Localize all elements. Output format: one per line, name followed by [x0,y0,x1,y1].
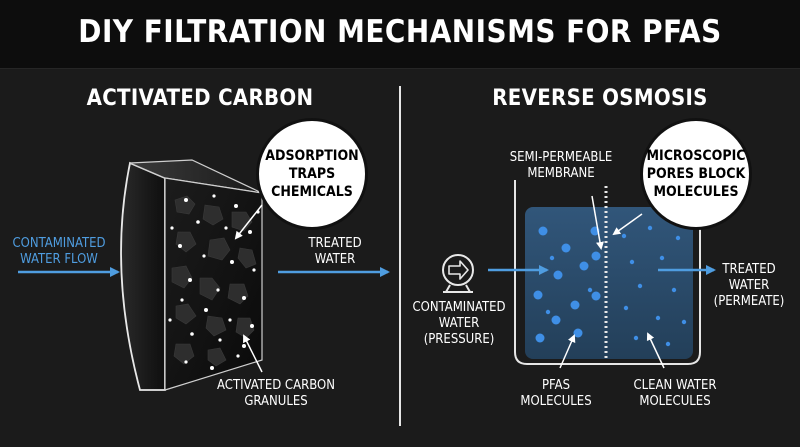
contaminated-water-pressure-label: CONTAMINATED WATER (PRESSURE) [412,300,506,347]
membrane-leader-line [591,195,604,250]
pfas-molecules [533,226,601,343]
clean-water-molecules-label: CLEAN WATER MOLECULES [633,378,717,409]
carbon-granules-label: ACTIVATED CARBON GRANULES [217,378,335,409]
clean-water-molecules [545,225,687,347]
pores-leader-line [612,213,643,236]
section-heading-activated-carbon: ACTIVATED CARBON [86,86,314,111]
membrane-label: SEMI-PERMEABLE MEMBRANE [509,150,613,181]
pfas-leader-line [559,334,576,369]
pressure-pump-icon [442,254,474,293]
pfas-molecules-label: PFAS MOLECULES [520,378,592,409]
treated-water-permeate-label: TREATED WATER (PERMEATE) [713,262,785,309]
adsorption-callout-text: ADSORPTION TRAPS CHEMICALS [265,148,359,200]
adsorption-leader-line [234,204,263,240]
pores-callout-text: MICROSCOPIC PORES BLOCK MOLECULES [646,148,746,200]
granules-leader-line [243,334,263,373]
contaminated-water-flow-label: CONTAMINATED WATER FLOW [12,236,106,267]
pores-callout: MICROSCOPIC PORES BLOCK MOLECULES [640,118,752,230]
treated-water-label-carbon: TREATED WATER [308,236,362,267]
clean-water-leader-line [646,332,665,369]
adsorption-callout: ADSORPTION TRAPS CHEMICALS [256,118,368,230]
page-title: DIY FILTRATION MECHANISMS FOR PFAS [78,14,722,50]
carbon-filter-block [120,159,263,391]
title-banner [0,0,800,69]
section-divider [399,86,401,426]
section-heading-reverse-osmosis: REVERSE OSMOSIS [492,86,708,111]
